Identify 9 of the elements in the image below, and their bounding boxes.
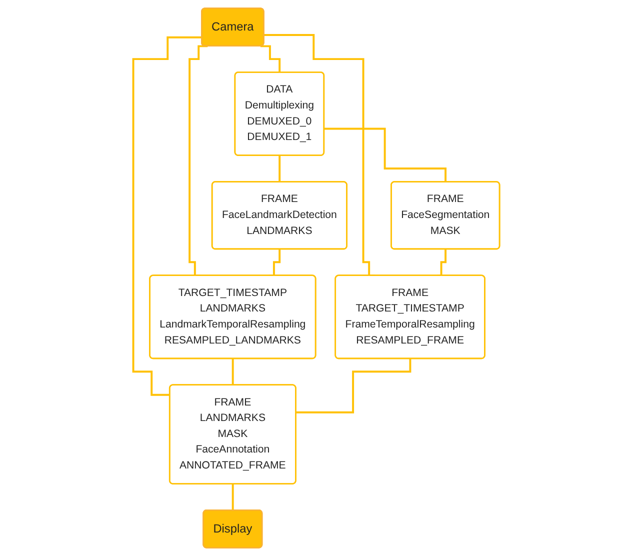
connector [296,358,412,414]
connector [232,483,234,512]
flow-diagram: Camera DATA Demultiplexing DEMUXED_0 DEMUXED_1 FRAME FaceLandmarkDetection LANDMARKS FRAME FaceSegmentation MASK TARGET_TIMESTAMP LANDMARKS LandmarkTemporalResampling RESAMPLED_LANDMARKS FRAME TARGET_TIMESTAMP FrameTemporalResampling RESAMPLED_FRAME FRAME LANDMARKS MASK FaceAnnotation ANNOTATED_FRAME Display [128,3,505,553]
connector [132,36,202,396]
connector [278,154,281,184]
connector [260,45,281,74]
connector [324,128,447,184]
connector [232,358,234,386]
connector [188,45,208,277]
